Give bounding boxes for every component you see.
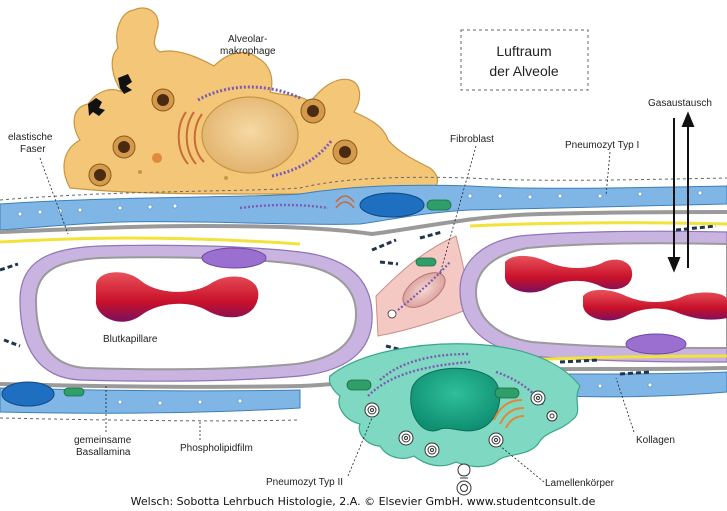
mitochondrion-icon — [415, 257, 437, 267]
surfactant-film-top — [0, 176, 727, 201]
macrophage-golgi — [177, 111, 205, 165]
leader-pneumocyte-1 — [605, 151, 611, 197]
label-pneumocyte-1: Pneumozyt Typ I — [565, 140, 639, 151]
label-elastic-fiber-2: Faser — [20, 144, 46, 155]
leader-lamellar-bodies — [499, 445, 545, 483]
label-gas-exchange: Gasaustausch — [648, 98, 712, 109]
label-phospholipid-film: Phospholipidfilm — [180, 443, 253, 454]
erythrocyte-left — [95, 272, 259, 322]
leader-pneumocyte-2 — [347, 417, 373, 477]
label-lamellar-bodies: Lamellenkörper — [545, 478, 615, 489]
label-pneumocyte-2: Pneumozyt Typ II — [266, 477, 343, 488]
leader-elastic-fiber — [39, 157, 69, 235]
mitochondrion-icon — [494, 387, 520, 399]
pneumocyte-type-1-top — [0, 176, 727, 231]
pneumocyte-2-nucleus — [410, 367, 501, 432]
endothelial-nucleus — [201, 247, 267, 269]
pneumocyte-2-golgi — [493, 399, 525, 429]
label-fibroblast: Fibroblast — [450, 134, 494, 145]
lamellar-body-icon — [364, 390, 558, 458]
capillary-right — [459, 230, 727, 363]
engulfed-particle-icon — [88, 74, 132, 116]
arrow-down-icon — [667, 257, 681, 273]
label-alveolar-macrophage-1: Alveolar- — [228, 34, 267, 45]
exocytosis-icon — [456, 463, 472, 496]
airspace-label-line2: der Alveole — [489, 63, 558, 79]
fibroblast-er — [397, 261, 451, 311]
erythrocyte-right-upper — [504, 255, 633, 293]
macrophage-nucleus — [201, 96, 299, 174]
gas-exchange-arrows — [667, 111, 695, 273]
fibroblast-vesicle — [387, 309, 397, 319]
fibroblast — [375, 235, 468, 337]
label-basal-lamina-1: gemeinsame — [74, 435, 132, 446]
surfactant-film-bottom — [0, 417, 301, 422]
phagosome — [88, 88, 358, 187]
pneumocyte-1-nucleus — [1, 381, 55, 407]
pneumocyte-1-er — [239, 203, 329, 210]
airspace-label-line1: Luftraum — [496, 43, 551, 59]
macrophage-er — [197, 85, 301, 102]
pneumocyte-2-er — [367, 360, 471, 397]
vesicle-row — [117, 382, 653, 406]
leader-collagen — [615, 377, 635, 433]
label-blood-capillary: Blutkapillare — [103, 334, 158, 345]
pneumocyte-1-band-bottom-right — [559, 371, 727, 398]
capillary-left — [19, 244, 373, 382]
labels: Alveolar- makrophage Gasaustausch elasti… — [8, 34, 712, 489]
macrophage-er — [271, 139, 334, 178]
label-alveolar-macrophage-2: makrophage — [220, 46, 276, 57]
collagen-fibrils — [0, 224, 717, 376]
mitochondrion-icon — [426, 199, 452, 211]
capillary-left-lumen — [34, 256, 358, 371]
endothelial-nucleus — [625, 333, 687, 355]
arrow-up-icon — [681, 111, 695, 127]
credit-line: Welsch: Sobotta Lehrbuch Histologie, 2.A… — [131, 495, 596, 508]
pneumocyte-1-nucleus — [359, 192, 425, 218]
erythrocyte-right-lower — [582, 289, 727, 321]
pneumocyte-2-er — [495, 370, 545, 407]
basal-lamina-top — [0, 210, 727, 246]
label-collagen: Kollagen — [636, 435, 675, 446]
airspace-label-box: Luftraum der Alveole — [460, 29, 589, 91]
label-elastic-fiber-1: elastische — [8, 132, 53, 143]
pneumocyte-2-er — [379, 352, 471, 381]
alveolar-macrophage — [63, 7, 439, 195]
label-basal-lamina-2: Basallamina — [76, 447, 131, 458]
pneumocyte-type-2 — [328, 343, 581, 496]
vesicle-row — [17, 190, 703, 217]
mitochondrion-icon — [63, 387, 85, 397]
mitochondrion-icon — [346, 379, 372, 391]
pneumocyte-1-golgi — [335, 195, 355, 209]
